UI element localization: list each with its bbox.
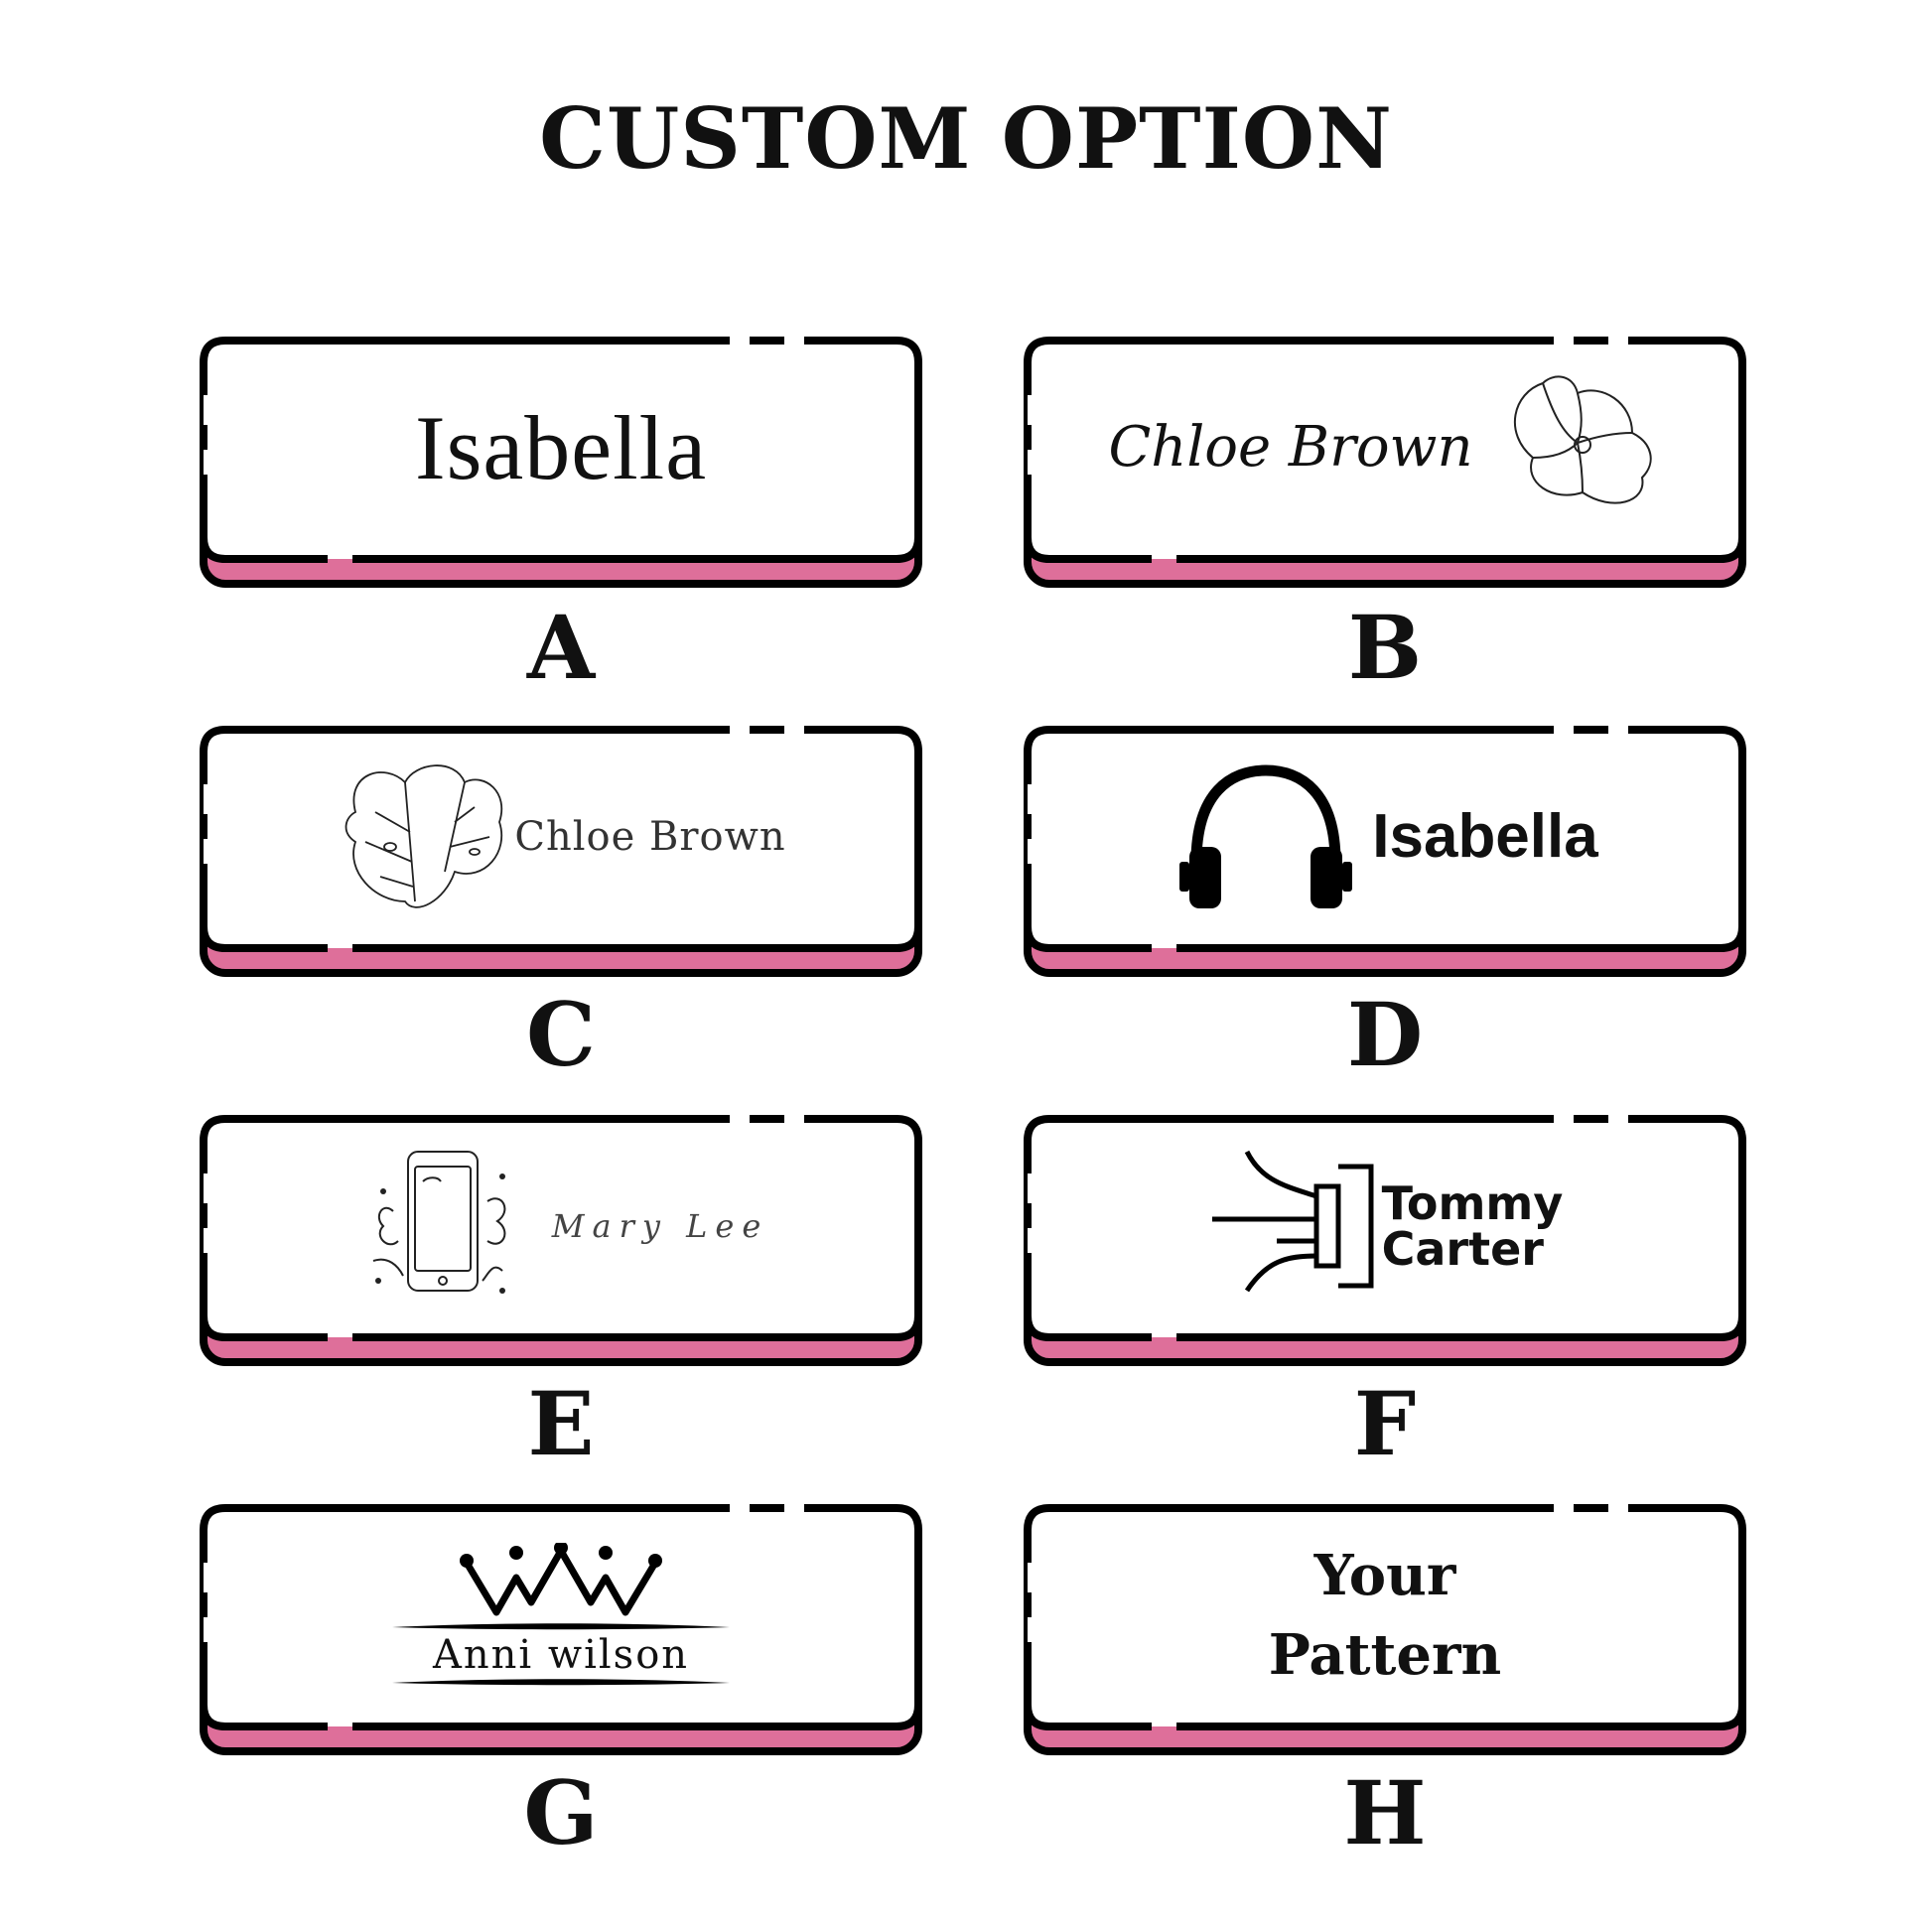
option-h-content: Your Pattern bbox=[1033, 1513, 1737, 1717]
option-card-e[interactable]: Mary Lee bbox=[199, 1114, 923, 1367]
option-card-h[interactable]: Your Pattern bbox=[1023, 1503, 1747, 1756]
option-c-content: Chloe Brown bbox=[208, 735, 913, 938]
swoosh-line-bottom bbox=[392, 1678, 730, 1685]
option-d-letter: D bbox=[1346, 983, 1424, 1086]
option-e-letter: E bbox=[527, 1372, 595, 1475]
option-a-text: Isabella bbox=[414, 396, 708, 498]
option-f-text: Tommy Carter bbox=[1382, 1180, 1564, 1272]
option-f-content: Tommy Carter bbox=[1033, 1124, 1737, 1327]
crown-icon bbox=[460, 1542, 662, 1615]
option-card-f[interactable]: Tommy Carter bbox=[1023, 1114, 1747, 1367]
option-card-d[interactable]: Isabella bbox=[1023, 725, 1747, 978]
option-card-b[interactable]: Chloe Brown bbox=[1023, 336, 1747, 589]
option-b-text: Chloe Brown bbox=[1108, 415, 1473, 480]
option-a-letter: A bbox=[526, 596, 596, 699]
option-h-line2: Pattern bbox=[1268, 1621, 1502, 1688]
phone-floral-icon bbox=[372, 1150, 506, 1294]
swoosh-line-top bbox=[392, 1622, 730, 1629]
option-c-letter: C bbox=[525, 983, 597, 1086]
option-e-text: Mary Lee bbox=[551, 1206, 769, 1245]
badge-frame bbox=[200, 1504, 922, 1755]
option-d-content: Isabella bbox=[1033, 735, 1737, 938]
monstera-leaf-icon bbox=[345, 763, 503, 908]
option-g-letter: G bbox=[523, 1761, 599, 1864]
option-h-line1: Your bbox=[1313, 1542, 1456, 1608]
badge-frame bbox=[1024, 337, 1746, 588]
option-f-letter: F bbox=[1353, 1372, 1417, 1475]
headphones-icon bbox=[1179, 763, 1353, 908]
option-d-text: Isabella bbox=[1372, 802, 1598, 871]
option-b-letter: B bbox=[1347, 596, 1423, 699]
option-card-a[interactable]: Isabella bbox=[199, 336, 923, 589]
option-card-g[interactable]: Anni wilson bbox=[199, 1503, 923, 1756]
badge-frame bbox=[1024, 1115, 1746, 1366]
badge-frame bbox=[200, 726, 922, 977]
badge-frame bbox=[1024, 1504, 1746, 1755]
page-title: CUSTOM OPTION bbox=[539, 89, 1393, 188]
option-b-content: Chloe Brown bbox=[1033, 345, 1737, 549]
option-c-text: Chloe Brown bbox=[514, 813, 786, 860]
option-a-content: Isabella bbox=[208, 345, 913, 549]
option-f-line1: Tommy bbox=[1381, 1175, 1564, 1230]
option-f-line2: Carter bbox=[1381, 1221, 1544, 1276]
badge-frame bbox=[200, 337, 922, 588]
option-h-text: Your Pattern bbox=[1269, 1536, 1501, 1695]
option-e-content: Mary Lee bbox=[208, 1124, 913, 1327]
option-card-c[interactable]: Chloe Brown bbox=[199, 725, 923, 978]
badge-frame bbox=[200, 1115, 922, 1366]
magnolia-flower-icon bbox=[1513, 374, 1652, 504]
plug-wires-icon bbox=[1211, 1150, 1374, 1292]
option-g-content: Anni wilson bbox=[208, 1513, 913, 1717]
option-h-letter: H bbox=[1343, 1761, 1427, 1864]
option-g-text: Anni wilson bbox=[432, 1631, 690, 1678]
